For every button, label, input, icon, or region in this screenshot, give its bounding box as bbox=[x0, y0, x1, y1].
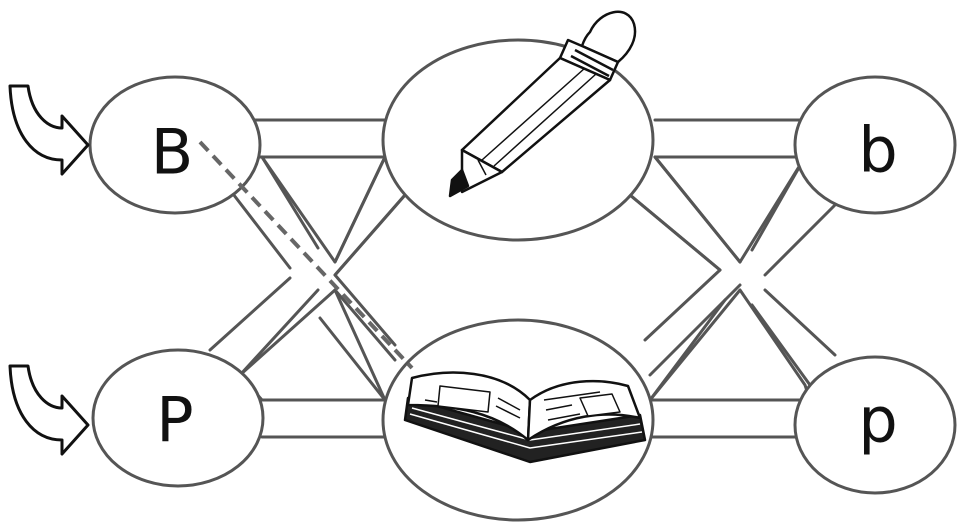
letter-P: P bbox=[156, 384, 193, 457]
letter-B: B bbox=[151, 116, 194, 189]
letter-p: p bbox=[858, 384, 897, 457]
example-dashed-path bbox=[200, 142, 412, 368]
letter-b: b bbox=[858, 114, 897, 187]
start-arrow-top bbox=[10, 86, 88, 174]
start-arrow-bottom bbox=[10, 366, 88, 454]
